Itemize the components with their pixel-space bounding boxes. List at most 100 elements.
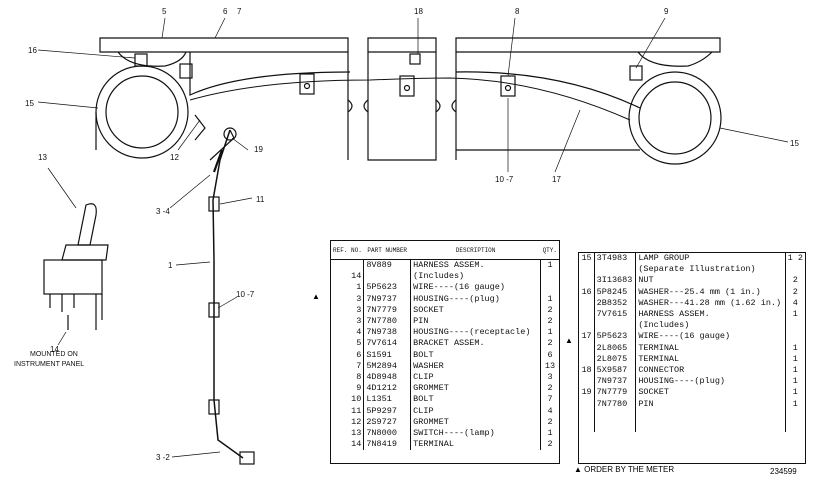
cell-desc: GROMMET [410, 383, 542, 395]
callout-16: 16 [28, 46, 37, 55]
cell-desc: TERMINAL [635, 342, 786, 354]
callout-15-left: 15 [25, 99, 34, 108]
table-row: (Separate Illustration) [579, 264, 805, 276]
callout-18: 18 [414, 7, 423, 16]
cell-part [594, 409, 637, 421]
cell-ref: 11 [331, 405, 365, 417]
cell-part: 5P9297 [363, 405, 412, 417]
header-ref: REF. NO. [331, 241, 364, 260]
callout-3-2: 3 -2 [156, 453, 170, 462]
cell-ref: 4 [331, 327, 365, 339]
cell-ref: 1 [331, 282, 365, 294]
cell-qty: 4 [547, 405, 553, 416]
cell-desc: HARNESS ASSEM. [410, 259, 542, 272]
meter-note-symbol: ▲ [574, 465, 582, 474]
cell-part: 7N7779 [363, 304, 412, 316]
meter-marker-right: ▲ [565, 336, 573, 345]
harness-wire-17 [189, 77, 631, 121]
cell-part: 7N7780 [594, 398, 637, 410]
callout-11: 11 [256, 195, 265, 204]
cell-qty: 2 [547, 304, 553, 315]
mounted-label-line2: INSTRUMENT PANEL [14, 361, 84, 368]
cell-ref: 9 [331, 383, 365, 395]
cell-qty [785, 264, 805, 275]
cell-qty: 1 [792, 376, 798, 387]
cell-ref: 18 [579, 364, 595, 377]
cell-desc: NUT [635, 275, 786, 287]
cell-desc: (Separate Illustration) [635, 264, 786, 276]
cell-qty [785, 320, 805, 331]
lamp-bracket-left [117, 51, 187, 67]
cell-qty: 2 [792, 286, 798, 297]
cell-part: 7N8419 [363, 439, 412, 451]
frame-right [455, 37, 721, 53]
cell-part: 7N9737 [363, 293, 412, 305]
callout-8: 8 [515, 7, 520, 16]
cell-ref: 15 [579, 253, 595, 265]
cell-qty: 6 [547, 349, 553, 360]
cell-ref [579, 398, 595, 410]
callout-3-4: 3 -4 [156, 207, 170, 216]
callout-labels: 5 6 7 16 15 18 8 9 15 10 -7 17 13 12 19 … [14, 7, 799, 462]
mounted-label-line1: MOUNTED ON [30, 351, 78, 358]
switch-13 [77, 203, 97, 246]
cell-part: 7N7780 [363, 315, 412, 328]
cell-ref: 19 [579, 387, 595, 399]
cell-part: 7N9738 [363, 327, 412, 339]
cell-qty: 2 [547, 416, 553, 427]
cell-desc [635, 409, 786, 421]
cell-part: 2B8352 [594, 297, 637, 309]
cell-qty [785, 410, 805, 421]
cell-part: S1591 [363, 349, 412, 361]
cell-part: 2L8065 [594, 342, 637, 354]
cell-desc: (Includes) [410, 271, 542, 283]
cell-qty: 1 [792, 342, 798, 353]
cell-qty: 1 [547, 293, 553, 304]
cell-qty: 3 [547, 371, 553, 382]
cell-desc: TERMINAL [410, 439, 542, 451]
cell-qty: 13 [544, 360, 556, 371]
cell-part [363, 271, 412, 283]
cell-part: L1351 [363, 394, 412, 406]
cell-qty [541, 282, 559, 293]
cell-qty: 2 [547, 316, 553, 327]
cell-desc: BRACKET ASSEM. [410, 338, 542, 350]
cell-desc: CONNECTOR [635, 364, 786, 377]
header-qty: QTY. [540, 241, 559, 260]
cell-part: 2S9727 [363, 416, 412, 428]
cell-desc: PIN [635, 398, 786, 410]
cell-qty: 1 2 [787, 253, 803, 264]
body-right [455, 71, 641, 109]
table-row [579, 409, 805, 421]
parts-table-left: REF. NO. PART NUMBER DESCRIPTION QTY. 8V… [330, 240, 560, 464]
callout-14: 14 [50, 345, 59, 354]
cell-qty: 2 [547, 439, 553, 450]
cell-part: 5P5623 [363, 282, 412, 294]
cell-part: 7N8000 [363, 427, 412, 439]
cell-qty: 2 [547, 338, 553, 349]
cell-desc: (Includes) [635, 320, 786, 332]
cell-qty: 7 [547, 394, 553, 405]
cell-desc: BOLT [410, 394, 542, 406]
callout-13: 13 [38, 153, 47, 162]
cell-ref: 17 [579, 331, 595, 343]
cell-ref: 14 [331, 439, 365, 451]
cell-part: 2L8075 [594, 353, 637, 365]
header-part: PART NUMBER [363, 241, 411, 260]
cell-qty: 1 [792, 387, 798, 398]
table-row: 14(Includes) [331, 271, 559, 283]
cell-desc: SWITCH----(lamp) [410, 427, 542, 439]
cell-qty: 1 [547, 260, 553, 271]
